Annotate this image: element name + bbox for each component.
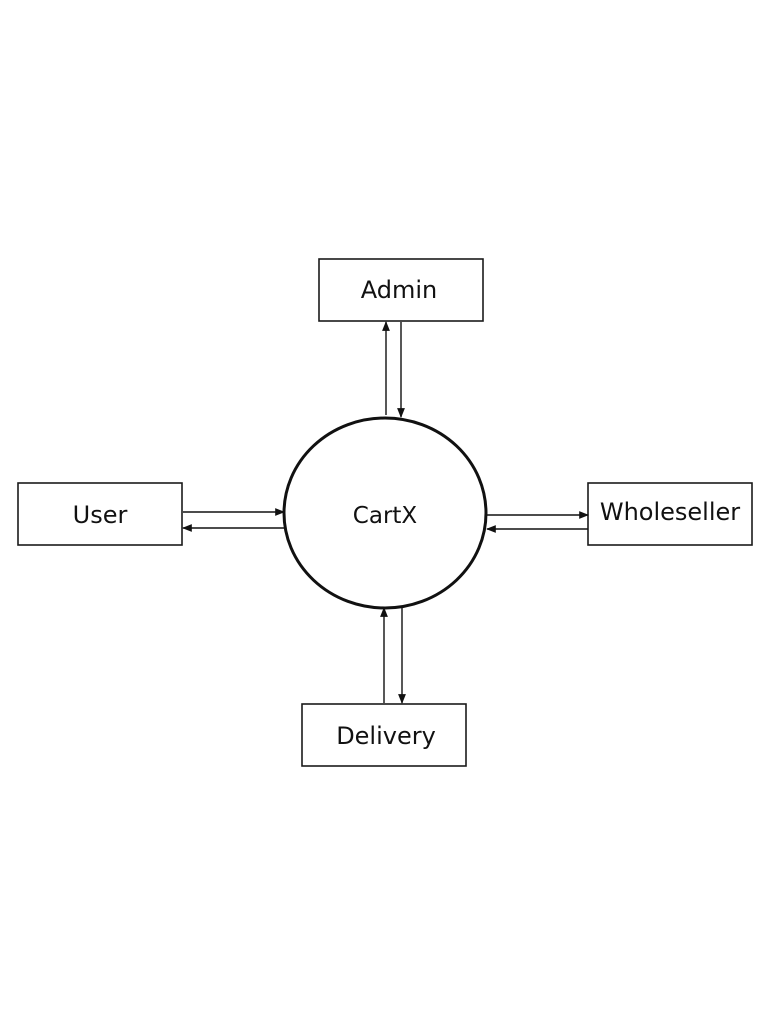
entity-admin: Admin — [318, 258, 484, 322]
entity-wholeseller-label: Wholeseller — [600, 498, 740, 526]
entity-user: User — [17, 482, 183, 546]
entity-delivery: Delivery — [301, 703, 467, 767]
entity-admin-label: Admin — [361, 276, 438, 304]
entity-user-label: User — [73, 501, 128, 529]
entity-delivery-label: Delivery — [336, 722, 436, 750]
process-cartx: CartX — [282, 416, 488, 610]
entity-admin-box — [318, 258, 484, 322]
process-label: CartX — [353, 503, 418, 529]
entity-user-box — [17, 482, 183, 546]
entity-delivery-box — [301, 703, 467, 767]
entity-wholeseller-box — [587, 482, 753, 546]
entity-wholeseller: Wholeseller — [587, 482, 753, 546]
